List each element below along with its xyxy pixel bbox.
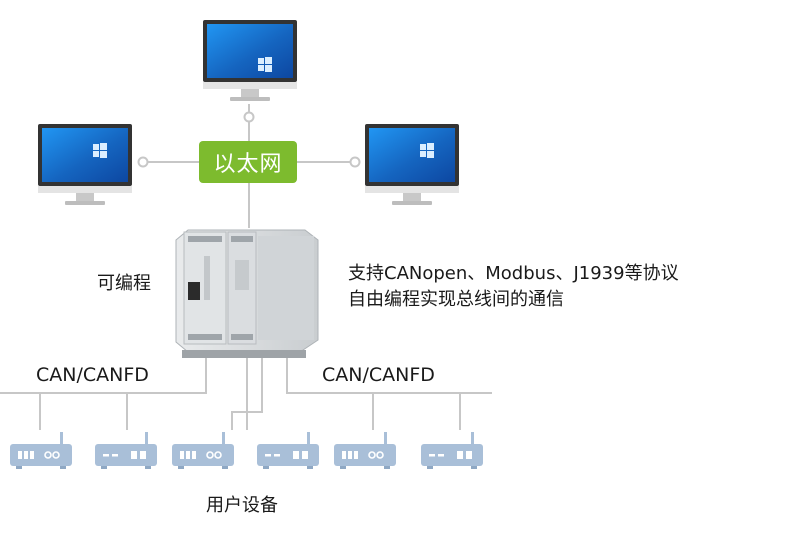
user-device-4 [257,432,319,469]
user-device-2 [95,432,157,469]
computer-right [365,124,459,205]
user-devices-caption: 用户设备 [206,495,278,516]
user-device-1 [10,432,72,469]
computer-top [203,20,297,101]
protocol-support-text: 支持CANopen、Modbus、J1939等协议 [348,263,679,284]
can-bus-label-right: CAN/CANFD [322,364,435,386]
ethernet-nodes [137,111,361,168]
programmable-label: 可编程 [97,273,151,294]
user-device-3 [172,432,234,469]
ethernet-label: 以太网 [199,141,297,183]
user-device-6 [421,432,483,469]
can-bus-label-left: CAN/CANFD [36,364,149,386]
computer-left [38,124,132,205]
user-device-5 [334,432,396,469]
controller-module [175,229,319,358]
bus-communication-text: 自由编程实现总线间的通信 [348,289,564,310]
can-bus-lines [0,358,492,430]
